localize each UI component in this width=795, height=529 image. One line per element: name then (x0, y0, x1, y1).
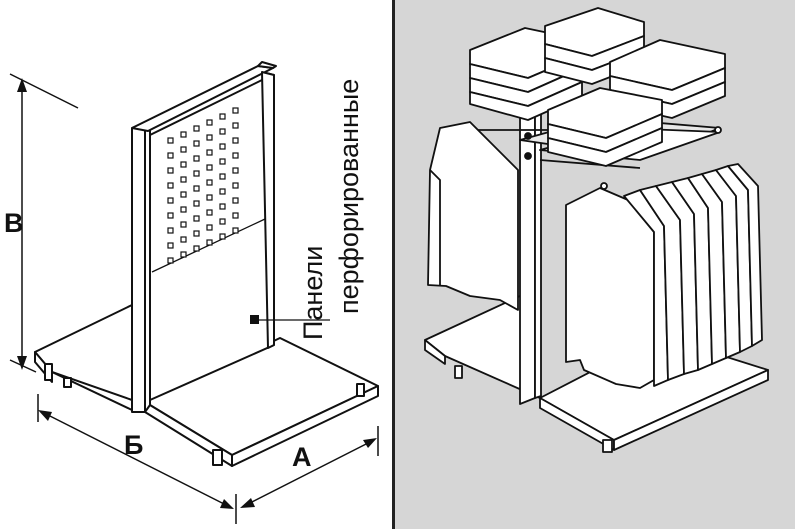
arrow-b-right (220, 499, 234, 509)
folded-stack-middle (544, 7, 645, 85)
arrow-v-top (17, 78, 27, 92)
dim-a-line (243, 439, 375, 507)
dim-label-v: В (4, 208, 24, 238)
dim-b-line (41, 411, 233, 509)
folded-stack-front (547, 87, 663, 167)
panel-divider (392, 0, 395, 529)
callout-line1: Панели (298, 246, 328, 340)
rack-right-drawing (424, 7, 769, 453)
arrow-a-right (363, 438, 377, 448)
arrow-b-left (38, 410, 52, 421)
garment-left (427, 121, 519, 311)
callout-line2: перфорированные (334, 79, 364, 314)
dimension-lines (9, 73, 379, 524)
arrow-a-left (240, 498, 255, 508)
dim-label-a: А (292, 442, 312, 472)
perforation-holes (167, 107, 239, 264)
dim-label-b: Б (124, 430, 143, 460)
callout-marker (250, 315, 259, 324)
dimension-arrows (17, 78, 377, 509)
rack-left-drawing (34, 61, 379, 467)
garment-right-1 (565, 187, 655, 389)
arrow-v-bottom (17, 356, 27, 370)
upright-front (131, 122, 146, 413)
